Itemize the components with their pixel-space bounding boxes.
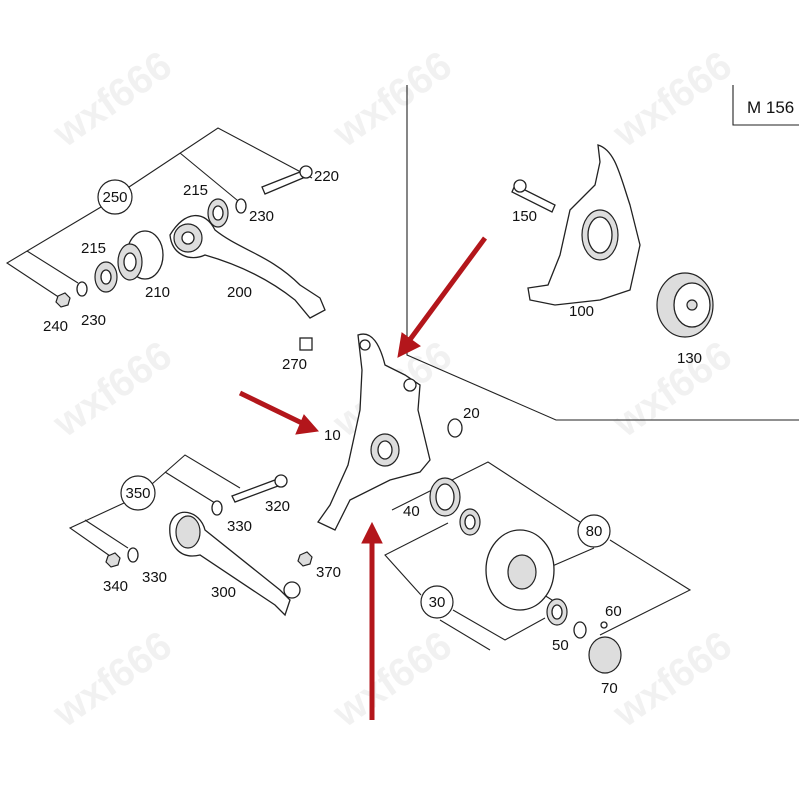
callout-80[interactable]: 80 [577, 514, 611, 548]
hub-assembly-80 [429, 477, 622, 674]
watermark-text: wxf666 [604, 623, 739, 736]
watermark-text: wxf666 [44, 43, 179, 156]
callout-30[interactable]: 30 [420, 585, 454, 619]
label-210[interactable]: 210 [145, 284, 170, 301]
callout-350[interactable]: 350 [120, 475, 156, 511]
label-50[interactable]: 50 [552, 637, 569, 654]
label-320[interactable]: 320 [265, 498, 290, 515]
label-270[interactable]: 270 [282, 356, 307, 373]
callout-250-label: 250 [102, 189, 127, 206]
label-215-upper[interactable]: 215 [183, 182, 208, 199]
upper-control-arm-200 [169, 214, 326, 351]
label-300[interactable]: 300 [211, 584, 236, 601]
callout-350-label: 350 [125, 485, 150, 502]
callout-lines [5, 127, 692, 651]
label-20[interactable]: 20 [463, 405, 480, 422]
label-130[interactable]: 130 [677, 350, 702, 367]
inset-frame [406, 85, 799, 421]
label-230-lower[interactable]: 230 [81, 312, 106, 329]
label-330-lower[interactable]: 330 [142, 569, 167, 586]
lower-wishbone-10 [317, 333, 463, 531]
label-70[interactable]: 70 [601, 680, 618, 697]
watermark-text: wxf666 [324, 43, 459, 156]
label-240[interactable]: 240 [43, 318, 68, 335]
label-60[interactable]: 60 [605, 603, 622, 620]
label-215-lower[interactable]: 215 [81, 240, 106, 257]
steering-knuckle-100 [511, 144, 641, 306]
callout-250[interactable]: 250 [97, 179, 133, 215]
watermark-text: wxf666 [44, 623, 179, 736]
label-40[interactable]: 40 [403, 503, 420, 520]
label-150[interactable]: 150 [512, 208, 537, 225]
part-labels: 220 215 230 215 210 200 240 230 270 150 … [43, 168, 702, 697]
callout-80-label: 80 [586, 523, 603, 540]
watermark-text: wxf666 [604, 333, 739, 446]
label-200[interactable]: 200 [227, 284, 252, 301]
label-370[interactable]: 370 [316, 564, 341, 581]
watermark-text: wxf666 [604, 43, 739, 156]
label-220[interactable]: 220 [314, 168, 339, 185]
model-tag: M 156 [747, 98, 794, 117]
watermark-text: wxf666 [44, 333, 179, 446]
label-10[interactable]: 10 [324, 427, 341, 444]
watermark-text: wxf666 [324, 623, 459, 736]
bushings-210-215 [55, 165, 313, 308]
callout-30-label: 30 [429, 594, 446, 611]
wheel-hub-130 [656, 272, 714, 338]
label-330-upper[interactable]: 330 [227, 518, 252, 535]
label-340[interactable]: 340 [103, 578, 128, 595]
highlight-arrows [238, 236, 488, 720]
lower-control-arm-300 [105, 474, 313, 617]
label-100[interactable]: 100 [569, 303, 594, 320]
label-230-upper[interactable]: 230 [249, 208, 274, 225]
